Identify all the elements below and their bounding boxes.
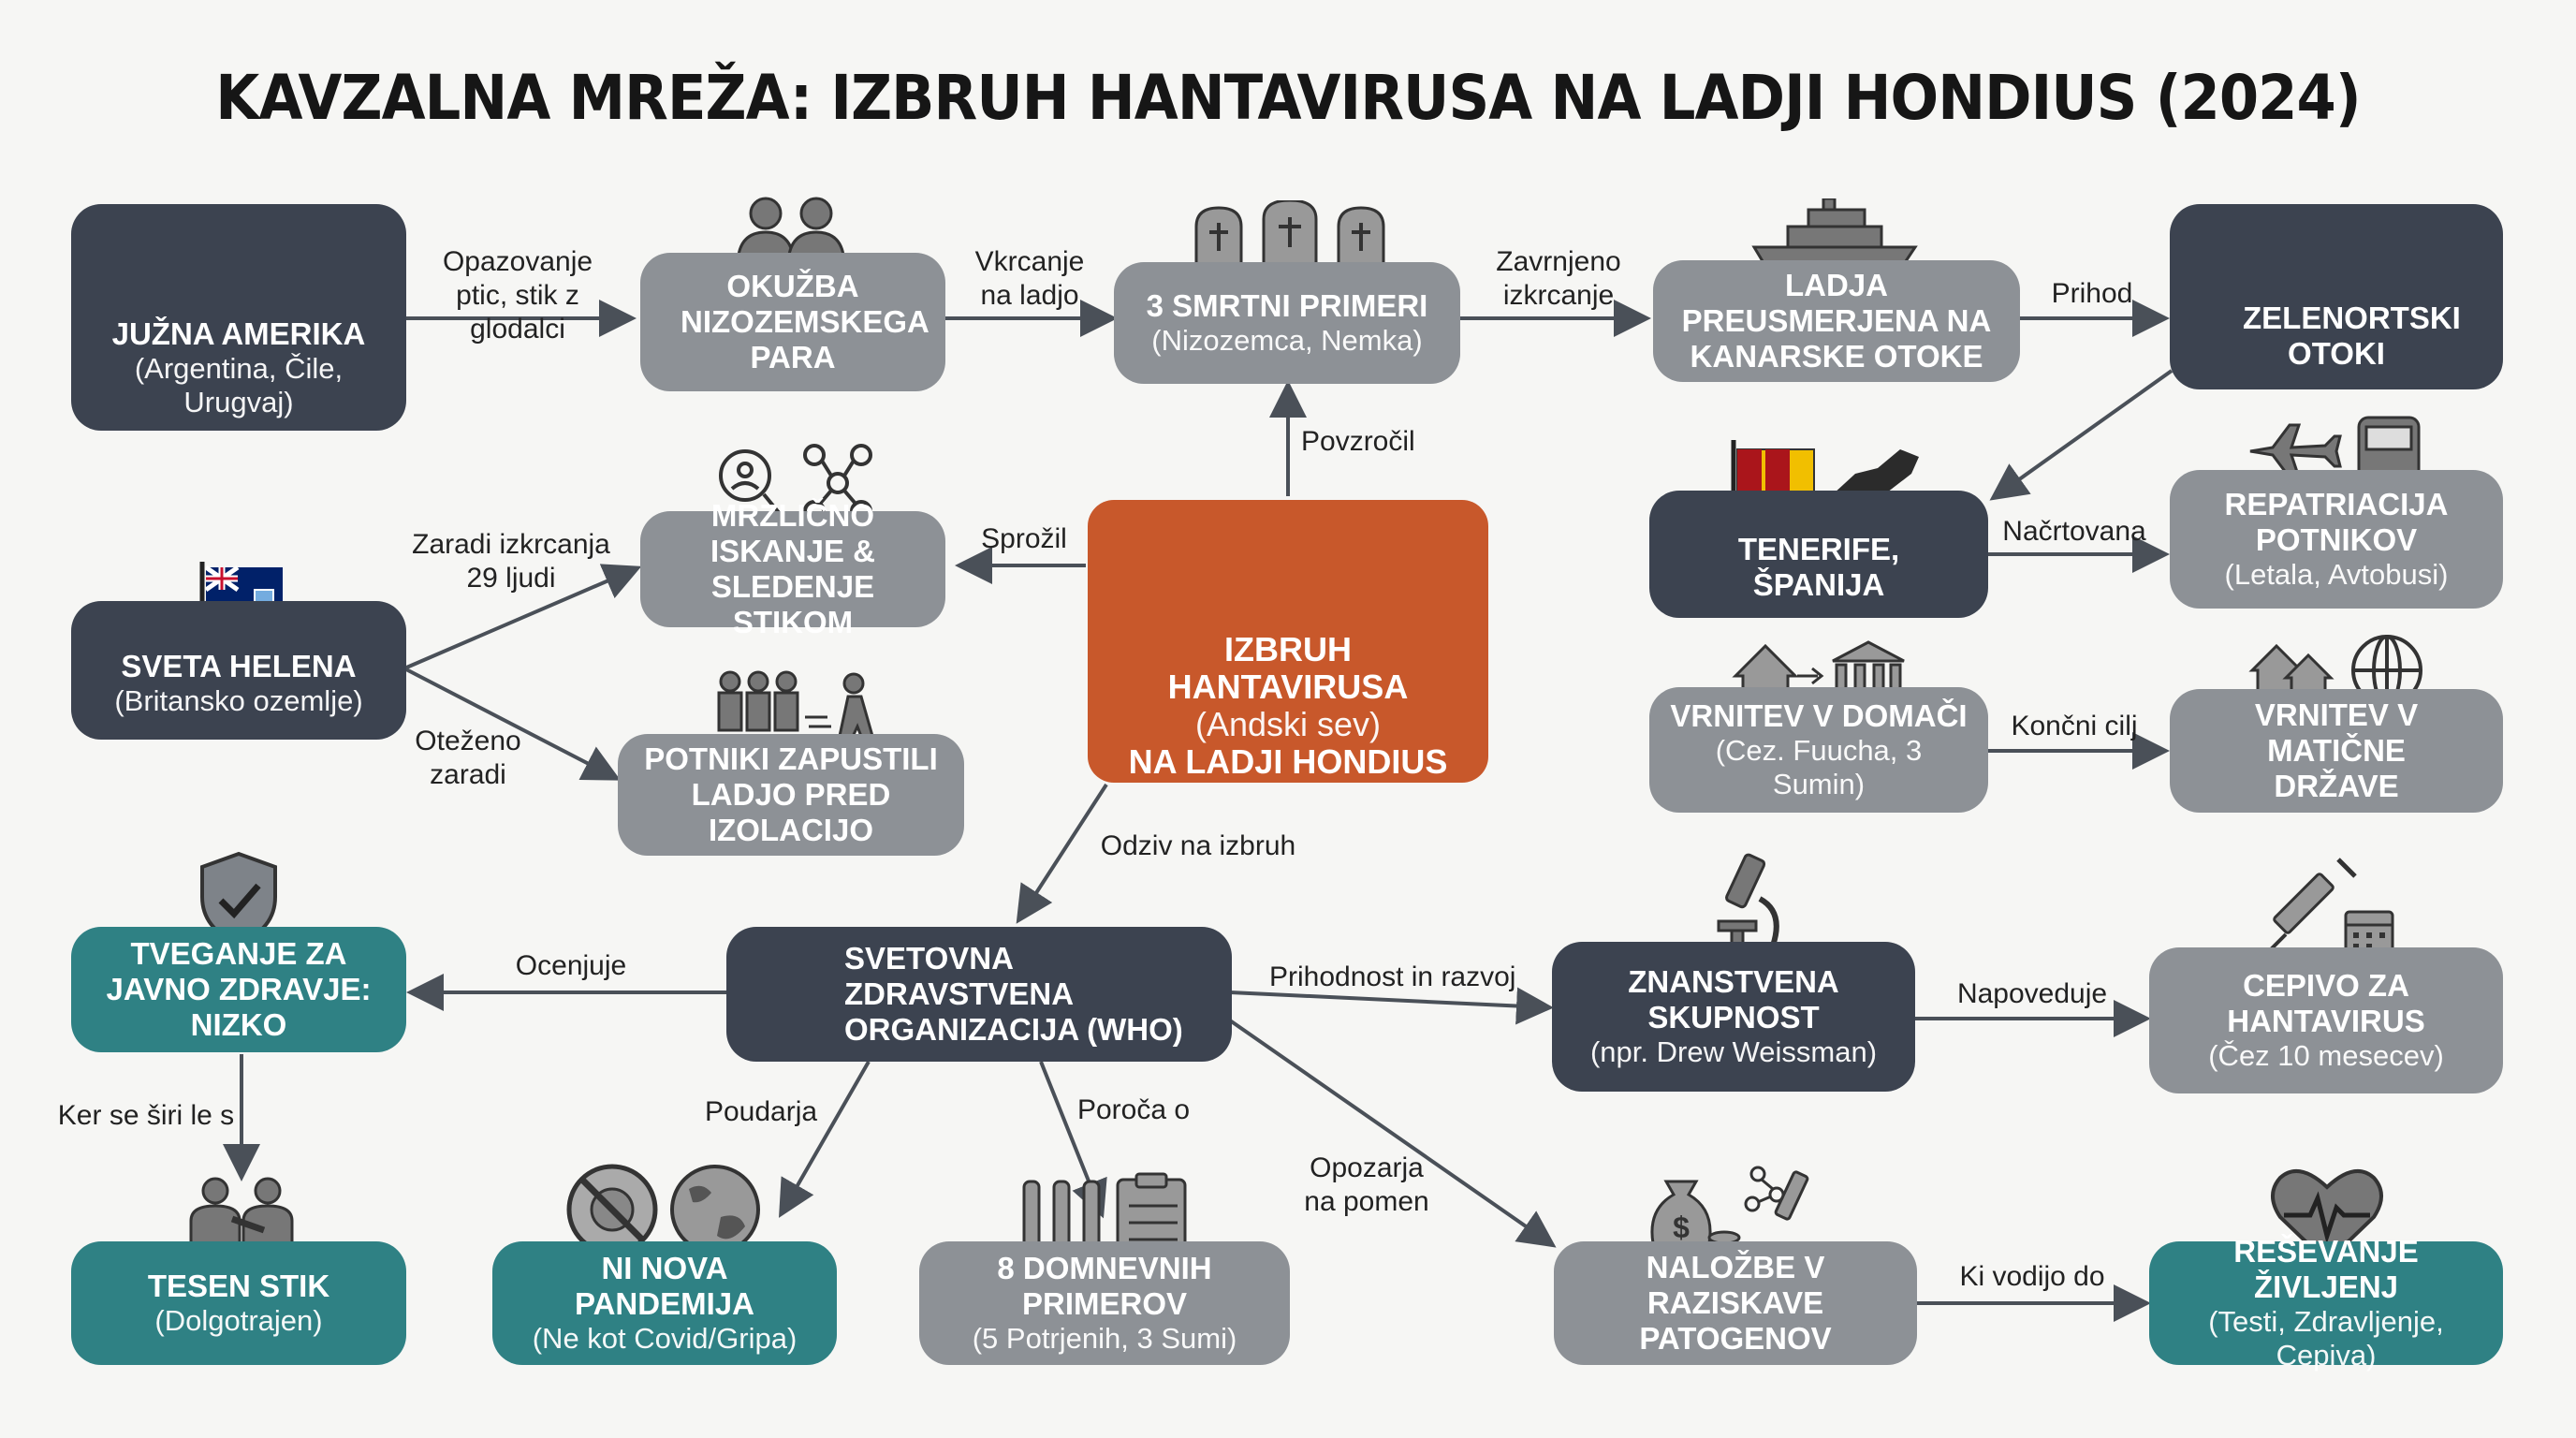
heart-pulse-icon (2271, 1168, 2383, 1265)
microscope-icon (1774, 1170, 1809, 1221)
node-title: REŠEVANJE ŽIVLJENJ (2233, 1234, 2419, 1304)
node-title: OKUŽBA NIZOZEMSKEGA PARA (681, 269, 929, 374)
svg-text:$: $ (1673, 1211, 1690, 1244)
no-virus-globe-icon (566, 1164, 760, 1255)
node-title: IZBRUH HANTAVIRUSA (1167, 630, 1409, 706)
node-subtitle: (Argentina, Čile, Urugvaj) (134, 352, 344, 418)
syringe-calendar-icon (2267, 858, 2394, 961)
node-subtitle: (Andski sev) (1194, 705, 1382, 743)
node-subtitle: (npr. Drew Weissman) (1589, 1035, 1878, 1068)
node-repatriation[interactable]: REPATRIACIJA POTNIKOV (Letala, Avtobusi) (2170, 470, 2503, 609)
node-subtitle: (Britansko ozemlje) (114, 684, 363, 717)
node-no-pandemic[interactable]: NI NOVA PANDEMIJA (Ne kot Covid/Gripa) (492, 1241, 837, 1365)
tombstones-icon (1194, 200, 1385, 277)
edge-label: Opozarja na pomen (1304, 1152, 1429, 1217)
edge-label: Ki vodijo do (1959, 1261, 2105, 1292)
node-cape-verde[interactable]: ZELENORTSKI OTOKI (2170, 204, 2503, 389)
edge-label: Poudarja (704, 1096, 818, 1127)
edge-label: Ocenjuje (515, 950, 627, 981)
globe-icon (670, 1165, 760, 1255)
edge-label: Zaradi izkrcanja 29 ljudi (412, 529, 610, 594)
edge-label: Sprožil (981, 523, 1067, 554)
page-title: KAVZALNA MREŽA: IZBRUH HANTAVIRUSA NA LA… (215, 62, 2361, 134)
node-title: SVETA HELENA (121, 649, 357, 683)
node-close-contact[interactable]: TESEN STIK (Dolgotrajen) (71, 1241, 406, 1365)
node-subtitle: (Dolgotrajen) (154, 1304, 323, 1337)
node-vaccine[interactable]: CEPIVO ZA HANTAVIRUS (Čez 10 mesecev) (2149, 947, 2503, 1093)
house-institution-icon (1732, 640, 1910, 712)
node-subtitle: (Ne kot Covid/Gripa) (532, 1322, 798, 1355)
edge-label: Opazovanje ptic, stik z glodalci (442, 246, 593, 345)
node-title: NI NOVA PANDEMIJA (575, 1251, 754, 1321)
node-subtitle: (Nizozemca, Nemka) (1151, 324, 1423, 357)
node-passengers-left[interactable]: POTNIKI ZAPUSTILI LADJO PRED IZOLACIJO (618, 734, 964, 856)
arrow-who-science (1229, 987, 1554, 1025)
arrow-outbreak-who (1016, 783, 1108, 924)
edge-label: Zavrnjeno izkrcanje (1496, 246, 1621, 311)
node-title: CEPIVO ZA HANTAVIRUS (2227, 968, 2425, 1038)
edge-label: Končni cilj (2011, 711, 2138, 741)
edge-label: Poroča o (1076, 1094, 1191, 1125)
node-science[interactable]: ZNANSTVENA SKUPNOST (npr. Drew Weissman) (1552, 942, 1915, 1092)
edge-label: Ker se širi le s (57, 1100, 235, 1131)
node-return-home[interactable]: VRNITEV V DOMAČI (Cez. Fuucha, 3 Sumin) (1649, 687, 1988, 813)
node-title: TVEGANJE ZA JAVNO ZDRAVJE: NIZKO (106, 936, 372, 1042)
arrow-helena-passengers (403, 667, 622, 781)
arrow-capeverde-tenerife (1989, 369, 2174, 501)
node-title: JUŽNA AMERIKA (111, 316, 366, 351)
node-south-america[interactable]: JUŽNA AMERIKA (Argentina, Čile, Urugvaj) (71, 204, 406, 431)
node-title: TESEN STIK (147, 1269, 330, 1303)
arrow-who-investment (1228, 1019, 1557, 1248)
institution-icon (1832, 640, 1905, 663)
node-title: MRZLIČNO ISKANJE & SLEDENJE STIKOM (710, 498, 876, 639)
edge-label: Prihod (2051, 278, 2133, 309)
node-deaths[interactable]: 3 SMRTNI PRIMERI (Nizozemca, Nemka) (1114, 262, 1460, 384)
node-title: LADJA PREUSMERJENA NA KANARSKE OTOKE (1681, 268, 1992, 374)
node-title: VRNITEV V MATIČNE DRŽAVE (2254, 697, 2419, 803)
node-outbreak[interactable]: IZBRUH HANTAVIRUSA (Andski sev) NA LADJI… (1088, 500, 1488, 783)
edge-label: Odziv na izbruh (1100, 830, 1296, 861)
no-virus-icon (566, 1164, 658, 1255)
edge-label: Prihodnost in razvoj (1269, 961, 1516, 992)
node-contact-tracing[interactable]: MRZLIČNO ISKANJE & SLEDENJE STIKOM (640, 498, 945, 639)
node-title: SVETOVNA ZDRAVSTVENA ORGANIZACIJA (WHO) (844, 941, 1183, 1047)
node-suspected[interactable]: 8 DOMNEVNIH PRIMEROV (5 Potrjenih, 3 Sum… (919, 1241, 1290, 1365)
arrow-who-nopandemic (779, 1061, 871, 1218)
node-return-countries[interactable]: VRNITEV V MATIČNE DRŽAVE (2170, 689, 2503, 813)
node-title: 3 SMRTNI PRIMERI (1146, 288, 1428, 323)
node-title: REPATRIACIJA POTNIKOV (2224, 487, 2449, 557)
edge-label: Povzročil (1301, 426, 1415, 457)
node-saint-helena[interactable]: SVETA HELENA (Britansko ozemlje) (71, 601, 406, 740)
node-title: ZNANSTVENA SKUPNOST (1628, 964, 1839, 1034)
edge-label: Vkrcanje na ladjo (974, 246, 1085, 311)
edge-label: Načrtovana (2002, 516, 2146, 547)
node-ship-redirected[interactable]: LADJA PREUSMERJENA NA KANARSKE OTOKE (1653, 260, 2020, 382)
node-subtitle: (Čez 10 mesecev) (2208, 1039, 2444, 1072)
node-title: NALOŽBE V RAZISKAVE PATOGENOV (1639, 1250, 1832, 1356)
test-tube-icon (1022, 1180, 1041, 1253)
node-risk[interactable]: TVEGANJE ZA JAVNO ZDRAVJE: NIZKO (71, 927, 406, 1052)
node-title: VRNITEV V DOMAČI (1670, 698, 1968, 733)
node-title: ZELENORTSKI OTOKI (2243, 301, 2461, 371)
node-saving-lives[interactable]: REŠEVANJE ŽIVLJENJ (Testi, Zdravljenje, … (2149, 1234, 2503, 1372)
node-title-2: NA LADJI HONDIUS (1128, 742, 1448, 781)
node-title: TENERIFE, ŠPANIJA (1737, 532, 1900, 602)
node-subtitle: (Cez. Fuucha, 3 Sumin) (1715, 734, 1923, 800)
edge-label: Oteženo zaradi (415, 726, 521, 790)
node-title: POTNIKI ZAPUSTILI LADJO PRED IZOLACIJO (644, 741, 938, 847)
node-investment[interactable]: NALOŽBE V RAZISKAVE PATOGENOV (1554, 1241, 1917, 1365)
node-subtitle: (Testi, Zdravljenje, Cepiva) (2208, 1305, 2444, 1372)
node-subtitle: (Letala, Avtobusi) (2224, 558, 2449, 591)
node-subtitle: (5 Potrjenih, 3 Sumi) (972, 1322, 1237, 1355)
node-tenerife[interactable]: TENERIFE, ŠPANIJA (1649, 491, 1988, 618)
node-who[interactable]: SVETOVNA ZDRAVSTVENA ORGANIZACIJA (WHO) (726, 927, 1232, 1062)
node-title: 8 DOMNEVNIH PRIMEROV (997, 1251, 1212, 1321)
node-dutch-couple[interactable]: OKUŽBA NIZOZEMSKEGA PARA (640, 253, 945, 391)
arrow-helena-tracing (403, 564, 642, 670)
syringe-icon (2273, 873, 2334, 934)
edge-label: Napoveduje (1956, 978, 2108, 1009)
